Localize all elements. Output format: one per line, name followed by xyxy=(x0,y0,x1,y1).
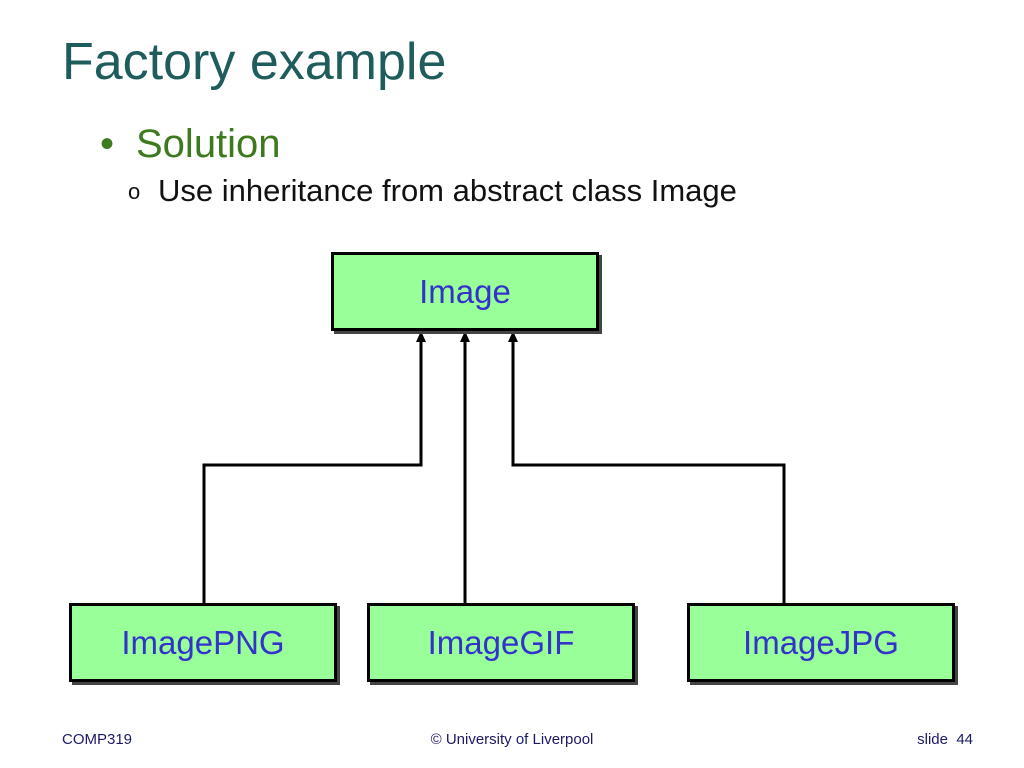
class-box-image: Image xyxy=(331,252,599,331)
connector-imagepng xyxy=(202,342,423,603)
class-box-imagegif: ImageGIF xyxy=(367,603,635,682)
bullet-solution: • Solution xyxy=(100,122,281,166)
slide-title: Factory example xyxy=(62,33,447,91)
arrowhead-icon xyxy=(416,331,426,342)
sub-bullet-inheritance: o Use inheritance from abstract class Ima… xyxy=(128,173,737,208)
class-box-imagepng: ImagePNG xyxy=(69,603,337,682)
footer-copyright: © University of Liverpool xyxy=(430,731,594,748)
bullet-solution-text: Solution xyxy=(136,122,281,166)
bullet-dot-icon: • xyxy=(100,122,115,166)
arrowhead-icon xyxy=(460,331,470,342)
footer-slide-value: 44 xyxy=(956,731,973,748)
footer-slide-number: slide 44 xyxy=(917,731,973,748)
class-name-imagejpg: ImageJPG xyxy=(743,623,899,661)
arrowhead-icon xyxy=(508,331,518,342)
footer-slide-label: slide xyxy=(917,731,948,748)
sub-bullet-text: Use inheritance from abstract class Imag… xyxy=(158,173,737,208)
class-name-imagepng: ImagePNG xyxy=(121,623,285,661)
bullet-circle-icon: o xyxy=(128,179,141,204)
class-box-imagejpg: ImageJPG xyxy=(687,603,955,682)
footer-course: COMP319 xyxy=(62,731,133,748)
class-name-image: Image xyxy=(419,272,511,310)
class-name-imagegif: ImageGIF xyxy=(427,623,575,661)
connector-imagejpg xyxy=(511,342,786,603)
